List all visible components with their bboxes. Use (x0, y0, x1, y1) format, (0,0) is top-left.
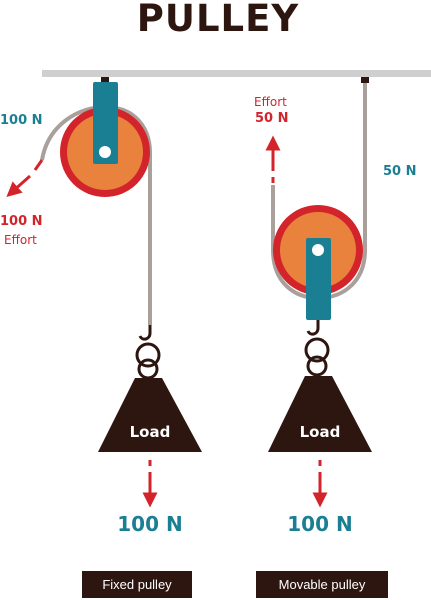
fixed-load-weight (98, 378, 202, 452)
fixed-effort-force: 100 N (0, 214, 43, 229)
movable-load-label: Load (300, 423, 341, 441)
movable-bracket (306, 238, 331, 320)
fixed-load-weight-label: 100 N (117, 512, 182, 536)
fixed-effort-label: Effort (4, 233, 37, 247)
movable-pulley: Effort 50 N 50 N Load 100 N Movable pull… (254, 77, 417, 598)
fixed-hook-ring-top (135, 342, 161, 368)
movable-hook (306, 320, 320, 336)
diagram-title: PULLEY (137, 0, 300, 40)
fixed-rope-tension-label: 100 N (0, 113, 43, 128)
fixed-caption: Fixed pulley (102, 577, 172, 592)
movable-hook-ring-bottom (306, 355, 328, 377)
movable-support-tension-label: 50 N (383, 164, 417, 179)
movable-hook-ring-top (304, 337, 330, 363)
movable-effort-force: 50 N (255, 111, 289, 126)
fixed-pulley: 100 N 100 N Effort Load 100 N Fixed pull… (0, 77, 202, 598)
movable-mount (361, 77, 369, 83)
movable-load-weight (268, 376, 372, 452)
movable-caption: Movable pulley (279, 577, 366, 592)
movable-caption-box (256, 571, 388, 598)
fixed-hook-ring-bottom (137, 358, 159, 380)
movable-axle (312, 244, 324, 256)
movable-load-weight-label: 100 N (287, 512, 352, 536)
movable-effort-label: Effort (254, 95, 287, 109)
fixed-bracket (93, 82, 118, 164)
fixed-effort-arrow (6, 174, 31, 197)
fixed-caption-box (82, 571, 192, 598)
fixed-mount (101, 77, 109, 83)
fixed-hook (138, 325, 152, 341)
fixed-axle (99, 146, 111, 158)
fixed-effort-dash (33, 159, 44, 171)
fixed-load-label: Load (130, 423, 171, 441)
ceiling-beam (42, 70, 431, 77)
